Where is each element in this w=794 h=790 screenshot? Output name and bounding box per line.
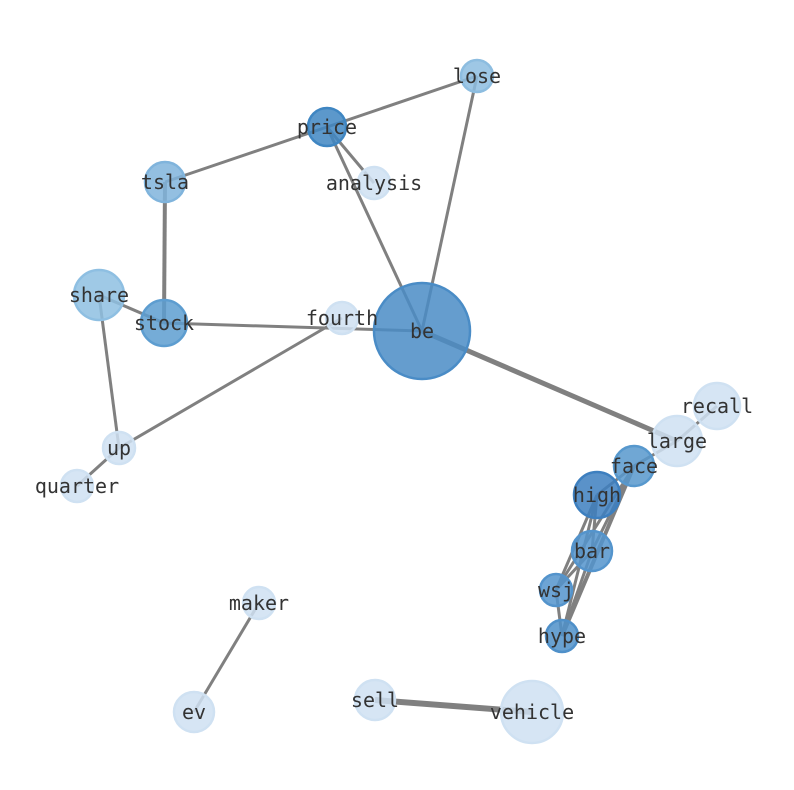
node-recall xyxy=(692,381,742,431)
node-label-share: share xyxy=(69,283,129,307)
node-maker xyxy=(241,585,277,621)
nodes-layer xyxy=(59,58,742,745)
node-fourth xyxy=(324,300,360,336)
node-label-analysis: analysis xyxy=(326,171,422,195)
node-label-recall: recall xyxy=(681,394,753,418)
node-bar xyxy=(570,529,614,573)
node-label-quarter: quarter xyxy=(35,474,119,498)
node-label-be: be xyxy=(410,319,434,343)
node-be xyxy=(372,281,472,381)
node-sell xyxy=(353,678,397,722)
node-label-wsj: wsj xyxy=(538,578,574,602)
edge-price-tsla xyxy=(164,125,328,184)
node-high xyxy=(572,470,622,520)
node-label-vehicle: vehicle xyxy=(490,700,574,724)
node-label-up: up xyxy=(107,436,131,460)
node-label-face: face xyxy=(610,454,658,478)
node-label-ev: ev xyxy=(182,700,206,724)
node-tsla xyxy=(143,160,187,204)
node-wsj xyxy=(538,572,574,608)
node-label-maker: maker xyxy=(229,591,289,615)
node-label-bar: bar xyxy=(574,539,610,563)
node-stock xyxy=(139,298,189,348)
node-large xyxy=(650,414,704,468)
edge-lose-price xyxy=(326,74,478,129)
node-label-high: high xyxy=(573,483,621,507)
node-vehicle xyxy=(499,679,565,745)
node-analysis xyxy=(356,165,392,201)
node-label-hype: hype xyxy=(538,624,586,648)
node-label-fourth: fourth xyxy=(306,306,378,330)
edge-fourth-up xyxy=(118,316,343,450)
node-quarter xyxy=(59,468,95,504)
node-label-tsla: tsla xyxy=(141,170,189,194)
node-face xyxy=(612,444,656,488)
node-label-price: price xyxy=(297,115,357,139)
node-share xyxy=(72,268,126,322)
node-label-stock: stock xyxy=(134,311,194,335)
node-up xyxy=(101,430,137,466)
node-price xyxy=(306,106,348,148)
node-lose xyxy=(459,58,495,94)
node-ev xyxy=(172,690,216,734)
node-label-lose: lose xyxy=(453,64,501,88)
node-label-large: large xyxy=(647,429,707,453)
node-label-sell: sell xyxy=(351,688,399,712)
node-hype xyxy=(544,618,580,654)
